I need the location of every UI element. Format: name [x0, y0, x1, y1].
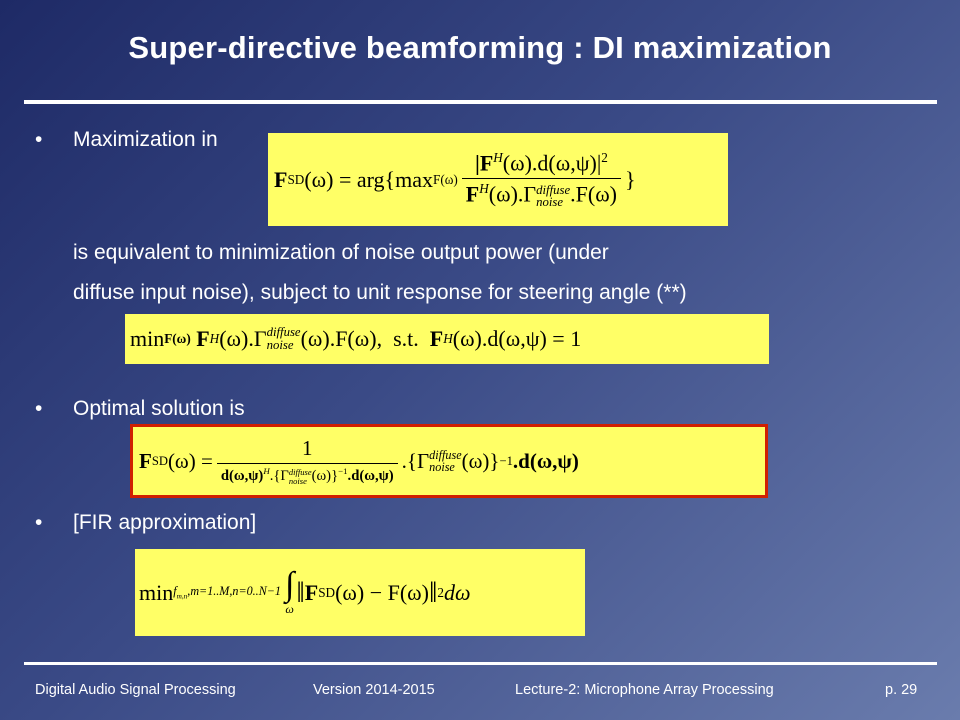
eq4-int-sub: ω — [285, 602, 294, 616]
eq3-den-gamma-top: diffuse — [288, 467, 312, 478]
bullet-dot: • — [35, 511, 43, 534]
eq1-close: } — [625, 166, 636, 192]
eq4-mid: (ω) − F(ω) — [335, 579, 429, 605]
eq4-norm-open: ‖ — [296, 575, 305, 609]
eq3-rhs-a: .{Γ — [401, 448, 430, 473]
eq4-pow: 2 — [437, 584, 445, 600]
eq1-num-f: |F — [474, 150, 494, 176]
eq1-den-f: F — [465, 181, 480, 207]
eq3-den-d: .d(ω,ψ) — [347, 468, 394, 485]
footer-course: Digital Audio Signal Processing — [35, 682, 236, 698]
eq3-numerator: 1 — [302, 436, 313, 461]
eq2-part2: (ω).F(ω), — [300, 326, 383, 351]
eq1-den-end: .F(ω) — [570, 181, 618, 207]
eq1-gamma-bot: noise — [536, 195, 564, 210]
eq2-f: F — [196, 326, 210, 351]
eq1-den-sup: H — [479, 181, 489, 197]
eq2-f2: F — [429, 326, 444, 351]
eq1-num-pow: 2 — [601, 149, 608, 165]
eq1-num-rest: (ω).d(ω,ψ)| — [502, 150, 602, 176]
eq4-min-sub: f — [173, 584, 177, 599]
eq3-den-gamma-bot: noise — [288, 475, 307, 486]
eq2-gamma-top: diffuse — [266, 325, 301, 340]
footer-lecture: Lecture-2: Microphone Array Processing — [515, 682, 774, 698]
eq2-min: min — [130, 326, 165, 351]
eq3-den-b: .{Γ — [269, 468, 289, 485]
eq3-rhs-c: .d(ω,ψ) — [512, 448, 579, 473]
continuation-line: diffuse input noise), subject to unit re… — [73, 281, 687, 304]
eq2-part3: (ω).d(ω,ψ) = 1 — [452, 326, 582, 351]
eq2-part1: (ω).Γ — [219, 326, 267, 351]
bullet-text: Optimal solution is — [73, 397, 245, 420]
eq4-min: min — [139, 579, 174, 605]
eq1-den-mid: (ω).Γ — [488, 181, 537, 207]
eq1-max-sub: F(ω) — [432, 171, 458, 187]
eq3-eqpart: (ω) = — [167, 448, 213, 473]
title-divider — [24, 100, 937, 104]
bullet-item: • Maximization in — [35, 127, 218, 153]
eq4-min-sub-rest: ,m=1..M,n=0..N−1 — [187, 584, 281, 599]
eq4-norm-close: ‖ — [428, 575, 438, 609]
bullet-text: Maximization in — [73, 128, 218, 151]
eq4-min-sub-sub: m,n — [176, 592, 188, 601]
eq4-f-sup: SD — [318, 584, 336, 600]
eq2-f-sup: H — [209, 331, 220, 346]
eq2-gamma-bot: noise — [266, 338, 294, 352]
eq1-num-sup: H — [493, 149, 503, 165]
eq3-den-a: d(ω,ψ) — [220, 468, 264, 485]
bullet-item: • Optimal solution is — [35, 396, 245, 422]
eq3-den-a-sup: H — [263, 466, 270, 477]
footer-version: Version 2014-2015 — [313, 682, 435, 698]
eq4-integral: ∫ — [284, 566, 295, 603]
bullet-item: • [FIR approximation] — [35, 510, 257, 536]
footer-divider — [24, 662, 937, 665]
eq2-f2-sup: H — [443, 331, 453, 346]
footer-page: p. 29 — [885, 682, 918, 698]
eq1-lhs: F — [274, 166, 288, 192]
eq3-lhs-sup: SD — [151, 453, 168, 468]
eq1-gamma-top: diffuse — [536, 182, 571, 197]
eq2-min-sub: F(ω) — [164, 331, 191, 346]
eq3-rhs-gamma-top: diffuse — [429, 447, 462, 462]
eq3-rhs-b-sup: −1 — [499, 453, 513, 468]
eq3-den-c: (ω)} — [311, 468, 339, 485]
continuation-line: is equivalent to minimization of noise o… — [73, 241, 609, 264]
eq3-rhs-gamma-bot: noise — [429, 460, 455, 474]
eq1-lhs-sup: SD — [287, 171, 305, 187]
eq1-arg: (ω) = arg{max — [304, 166, 433, 192]
eq3-den-c-sup: −1 — [338, 466, 348, 477]
eq3-lhs: F — [139, 448, 152, 473]
slide-title: Super-directive beamforming : DI maximiz… — [128, 30, 832, 65]
bullet-dot: • — [35, 397, 43, 420]
bullet-text: [FIR approximation] — [73, 511, 257, 534]
eq3-rhs-b: (ω)} — [461, 448, 500, 473]
eq4-dw: dω — [444, 579, 471, 605]
eq2-st: s.t. — [393, 326, 419, 351]
bullet-dot: • — [35, 128, 43, 151]
eq4-f: F — [304, 579, 319, 605]
